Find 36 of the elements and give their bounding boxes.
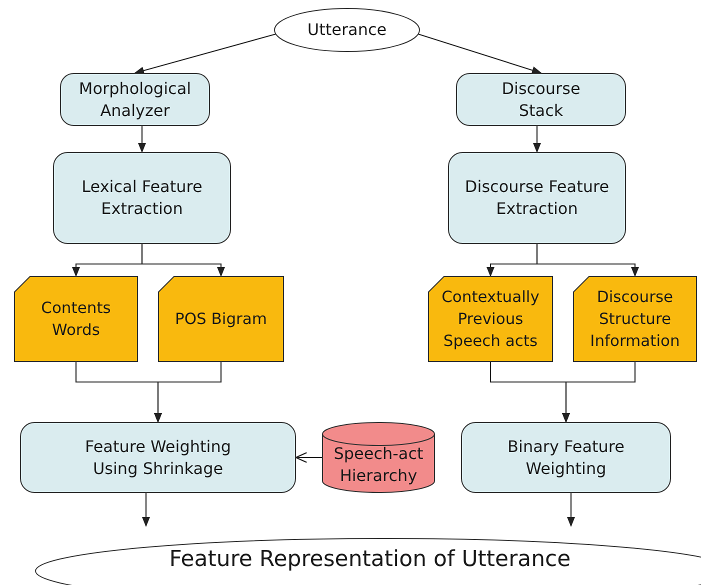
node-label: Contents Words — [40, 298, 112, 341]
process-box — [461, 422, 671, 493]
node-label: Speech-act Hierarchy — [332, 442, 424, 486]
node-label: Discourse Stack — [500, 78, 582, 122]
arrow — [418, 33, 542, 74]
node-label: Feature Weighting Using Shrinkage — [84, 436, 232, 480]
arrow — [567, 493, 575, 527]
node-label: Morphological Analyzer — [78, 78, 192, 122]
arrow — [536, 244, 639, 277]
arrow — [295, 452, 322, 464]
arrow — [134, 33, 276, 74]
database-cylinder — [322, 422, 435, 493]
arrow — [142, 493, 150, 527]
arrow — [138, 126, 146, 153]
arrow — [154, 362, 222, 423]
node-label: Discourse Feature Extraction — [464, 176, 610, 220]
process-box — [448, 152, 626, 244]
process-box — [456, 73, 626, 126]
node-label: Lexical Feature Extraction — [80, 176, 204, 220]
arrow — [562, 362, 636, 423]
node-label: Utterance — [306, 19, 388, 41]
process-box — [53, 152, 231, 244]
process-box — [60, 73, 210, 126]
node-label: Discourse Structure Information — [589, 287, 681, 352]
data-card — [428, 276, 553, 362]
arrow — [141, 244, 225, 277]
process-box — [20, 422, 296, 493]
node-label: POS Bigram — [174, 309, 268, 330]
data-card — [158, 276, 284, 362]
node-label: Contextually Previous Speech acts — [440, 287, 540, 352]
data-card — [573, 276, 697, 362]
ellipse-node — [274, 8, 420, 52]
data-card — [14, 276, 138, 362]
arrow — [533, 126, 541, 153]
node-label: Binary Feature Weighting — [506, 436, 626, 480]
node-label: Feature Representation of Utterance — [168, 546, 572, 574]
